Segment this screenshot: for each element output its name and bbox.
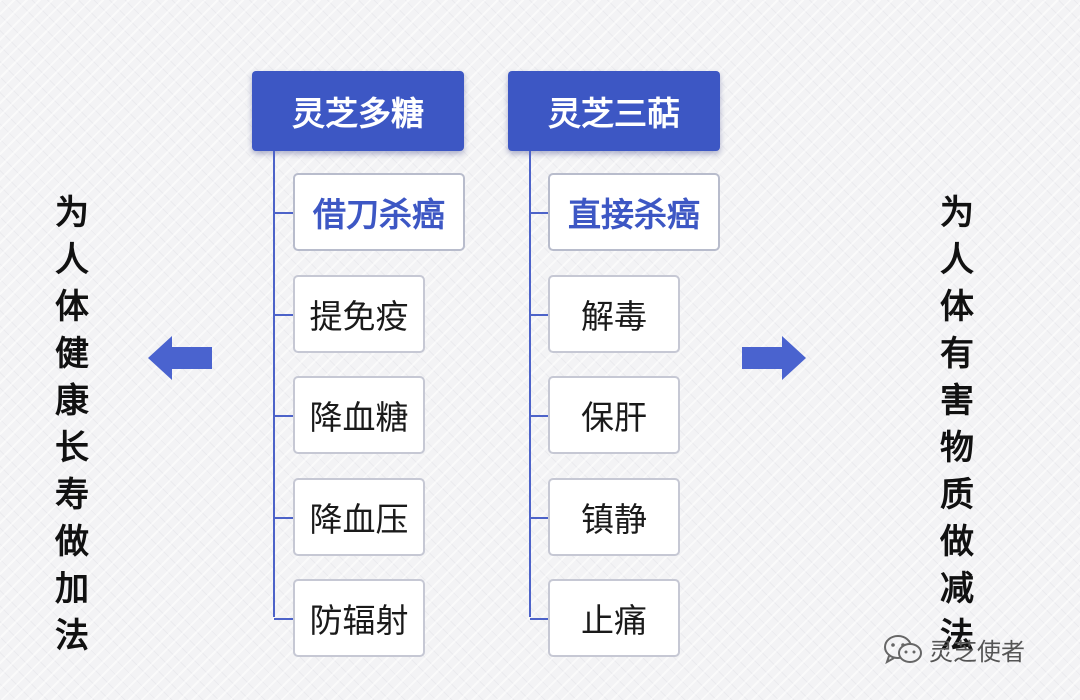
right-caption-char: 法: [940, 616, 974, 656]
left-caption-char: 做: [55, 522, 89, 562]
wechat-icon: [884, 634, 922, 664]
right-caption-char: 为: [940, 193, 974, 233]
right-item-box: 解毒: [548, 274, 680, 353]
right-item-box: 保肝: [548, 376, 680, 454]
triterpene-header: 灵芝三萜: [508, 71, 720, 151]
right-branch-connector: [530, 415, 550, 417]
right-branch-connector: [530, 212, 550, 214]
right-caption-char: 减: [940, 569, 974, 609]
right-item-box: 直接杀癌: [548, 173, 720, 251]
left-branch-connector: [274, 618, 294, 620]
right-caption-char: 体: [940, 287, 974, 327]
left-branch-connector: [274, 313, 294, 316]
left-caption-char: 健: [55, 334, 89, 374]
right-caption-char: 质: [940, 475, 974, 515]
arrow-right-icon: [742, 336, 806, 380]
right-caption-char: 物: [940, 428, 974, 468]
left-item-box: 降血压: [293, 477, 425, 556]
left-caption-char: 为: [55, 193, 89, 233]
right-caption: 为人体有害物质做减法: [927, 190, 987, 660]
right-branch-connector: [530, 618, 550, 620]
right-caption-char: 害: [940, 381, 974, 421]
left-connector-line: [273, 151, 275, 617]
left-branch-connector: [274, 212, 294, 214]
right-caption-char: 人: [940, 240, 974, 280]
right-branch-connector: [530, 516, 550, 519]
arrow-left-icon: [148, 336, 212, 380]
right-item-box: 止痛: [548, 579, 680, 657]
left-caption-char: 体: [55, 287, 89, 327]
left-caption-char: 康: [55, 381, 89, 421]
right-caption-char: 有: [940, 334, 974, 374]
polysaccharide-header: 灵芝多糖: [252, 71, 464, 151]
left-caption-char: 法: [55, 616, 89, 656]
left-caption-char: 人: [55, 240, 89, 280]
left-item-box: 降血糖: [293, 376, 425, 454]
watermark: 灵芝使者: [883, 632, 1025, 667]
right-caption-char: 做: [940, 522, 974, 562]
right-connector-line: [529, 151, 531, 617]
left-item-box: 防辐射: [293, 579, 425, 657]
left-branch-connector: [274, 415, 294, 417]
left-item-box: 提免疫: [293, 274, 425, 353]
watermark-text: 灵芝使者: [929, 638, 1025, 666]
left-caption-char: 加: [55, 569, 89, 609]
left-item-box: 借刀杀癌: [293, 173, 465, 251]
left-branch-connector: [274, 516, 294, 519]
right-item-box: 镇静: [548, 477, 680, 556]
left-caption-char: 寿: [55, 475, 89, 515]
right-branch-connector: [530, 313, 550, 316]
left-caption: 为人体健康长寿做加法: [42, 190, 102, 660]
left-caption-char: 长: [55, 428, 89, 468]
